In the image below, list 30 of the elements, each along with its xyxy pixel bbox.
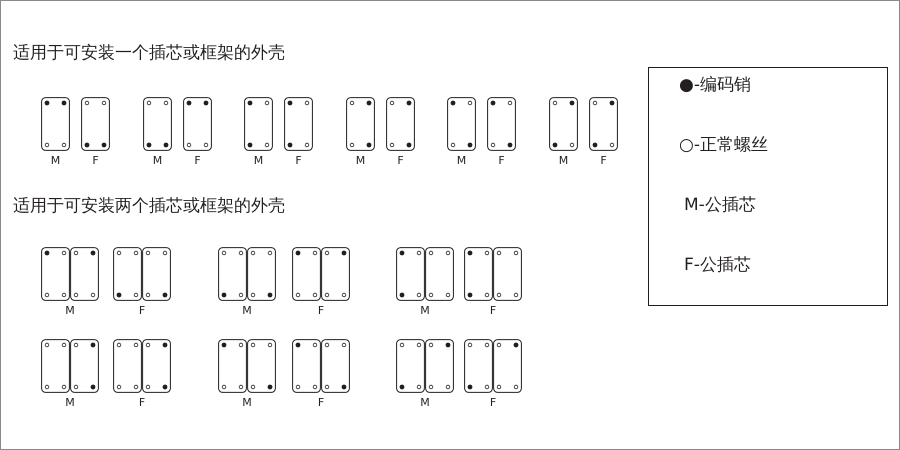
plate-label: F — [138, 397, 146, 409]
section-heading: 适用于可安装两个插芯或框架的外壳 — [13, 195, 285, 217]
plate-label: M — [241, 305, 253, 317]
plate-label: M — [64, 305, 76, 317]
plate-label: F — [488, 305, 498, 317]
plate-label: M — [241, 397, 253, 409]
plate-label: F — [294, 155, 303, 167]
plate-label: F — [488, 397, 498, 409]
section-heading: 适用于可安装一个插芯或框架的外壳 — [13, 42, 285, 64]
plate-label: F — [316, 305, 326, 317]
plate-label: F — [91, 155, 100, 167]
plate-label: M — [419, 397, 431, 409]
legend-entry: ●-编码销 — [679, 74, 751, 96]
plate-label: M — [456, 155, 468, 167]
plate-label: M — [354, 155, 366, 167]
legend-entry: M-公插芯 — [684, 194, 756, 216]
plate-label: M — [50, 155, 62, 167]
legend-entry: ○-正常螺丝 — [679, 134, 768, 156]
plate-label: F — [599, 155, 608, 167]
plate-label: F — [138, 305, 146, 317]
plate-label: F — [193, 155, 202, 167]
plate-label: F — [396, 155, 405, 167]
plate-label: M — [558, 155, 570, 167]
plate-label: M — [152, 155, 164, 167]
plate-label: F — [497, 155, 506, 167]
plate-label: M — [419, 305, 431, 317]
plate-label: M — [64, 397, 76, 409]
plate-label: F — [316, 397, 326, 409]
plate-label: M — [252, 155, 264, 167]
legend-entry: F-公插芯 — [684, 254, 751, 276]
